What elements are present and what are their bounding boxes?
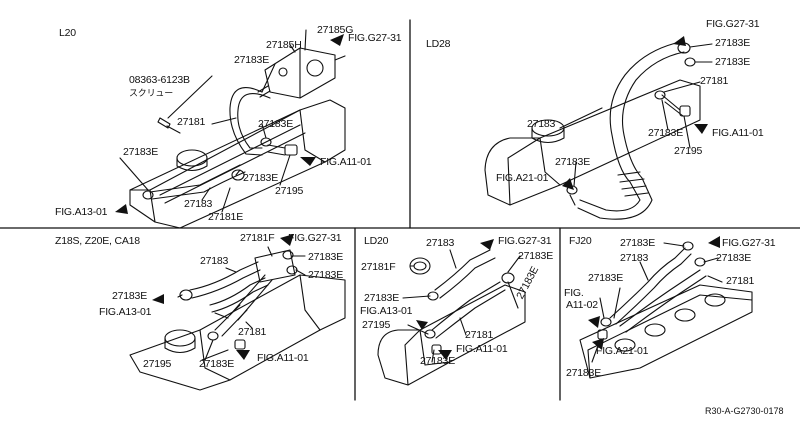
z18s-label-27183: 27183 [200,255,229,267]
l20-label-27183: 27183 [184,198,213,210]
l20-label-fig-a11-01: FIG.A11-01 [320,156,372,168]
fj20-label-27183e-a: 27183E [620,237,656,249]
ld28-title: LD28 [426,38,451,50]
ld20-arrows [416,239,494,360]
z18s-label-27181f: 27181F [240,232,275,244]
z18s-label-27183e-d: 27183E [199,358,235,370]
l20-label-27183e-b: 27183E [258,118,294,130]
ld28-label-27183: 27183 [527,118,556,130]
ld28-label-fig-g27-31: FIG.G27-31 [706,18,760,30]
diagram-reference-code: R30-A-G2730-0178 [705,406,784,416]
l20-label-27181: 27181 [177,116,206,128]
ld20-label-27183e-a: 27183E [518,250,554,262]
z18s-label-27181: 27181 [238,326,267,338]
l20-label-27183e-c: 27183E [123,146,159,158]
ld20-label-27195: 27195 [362,319,391,331]
l20-label-fig-a13-01: FIG.A13-01 [55,206,108,218]
ld20-label-27181f: 27181F [361,261,396,273]
fj20-label-27183: 27183 [620,252,649,264]
z18s-arrows [152,234,294,360]
ld20-label-fig-g27-31: FIG.G27-31 [498,235,552,247]
fj20-label-fig-a11-2: A11-02 [566,299,598,311]
fj20-label-fig-a11-1: FIG. [564,287,584,299]
l20-label-27195: 27195 [275,185,304,197]
ld20-label-27183e-b: 27183E [364,292,400,304]
ld28-label-27195: 27195 [674,145,703,157]
ld20-label-27181: 27181 [465,329,494,341]
fj20-label-27183e-b: 27183E [716,252,752,264]
z18s-label-fig-g27-31: FIG.G27-31 [288,232,342,244]
ld20-title: LD20 [364,235,389,247]
l20-title: L20 [59,27,76,39]
z18s-label-fig-a11-01: FIG.A11-01 [257,352,309,364]
l20-illustration [119,29,346,229]
l20-label-27185h: 27185H [266,39,302,51]
ld20-illustration [377,249,526,386]
l20-label-27185g: 27185G [317,24,354,36]
l20-label-screw-part: 08363-6123B [129,74,190,86]
fj20-label-27183e-d: 27183E [566,367,602,379]
z18s-label-27183e-c: 27183E [112,290,148,302]
l20-label-fig-g27-31: FIG.G27-31 [348,32,402,44]
ld28-label-27181: 27181 [700,75,729,87]
ld28-label-27183e-c: 27183E [648,127,684,139]
ld20-label-fig-a11-01: FIG.A11-01 [456,343,508,355]
ld28-label-27183e-a: 27183E [715,37,751,49]
z18s-label-fig-a13-01: FIG.A13-01 [99,306,152,318]
ld28-illustration [484,41,713,220]
l20-label-27183e-a: 27183E [234,54,270,66]
z18s-label-27195: 27195 [143,358,172,370]
z18s-label-27183e-b: 27183E [308,269,344,281]
fj20-title: FJ20 [569,235,592,247]
z18s-illustration [129,246,346,391]
ld28-arrows [562,36,708,190]
ld20-label-27183e-d: 27183E [420,355,456,367]
l20-label-27181e: 27181E [208,211,244,223]
l20-label-screw-kana: スクリュー [129,88,174,98]
fj20-label-fig-g27-31: FIG.G27-31 [722,237,776,249]
ld28-label-fig-a21-01: FIG.A21-01 [496,172,549,184]
fj20-label-fig-a21-01: FIG.A21-01 [596,345,649,357]
ld28-label-27183e-d: 27183E [555,156,591,168]
fj20-label-27183e-c: 27183E [588,272,624,284]
fj20-label-27181: 27181 [726,275,755,287]
ld28-label-fig-a11-01: FIG.A11-01 [712,127,764,139]
z18s-label-27183e-a: 27183E [308,251,344,263]
fj20-arrows [588,236,720,350]
fj20-illustration [579,241,753,379]
ld28-label-27183e-b: 27183E [715,56,751,68]
l20-arrows [115,34,344,214]
ld20-label-fig-a13-01: FIG.A13-01 [360,305,413,317]
l20-label-27183e-d: 27183E [243,172,279,184]
panel-dividers [0,19,800,401]
ld20-label-27183: 27183 [426,237,455,249]
z18s-title: Z18S, Z20E, CA18 [55,235,140,247]
